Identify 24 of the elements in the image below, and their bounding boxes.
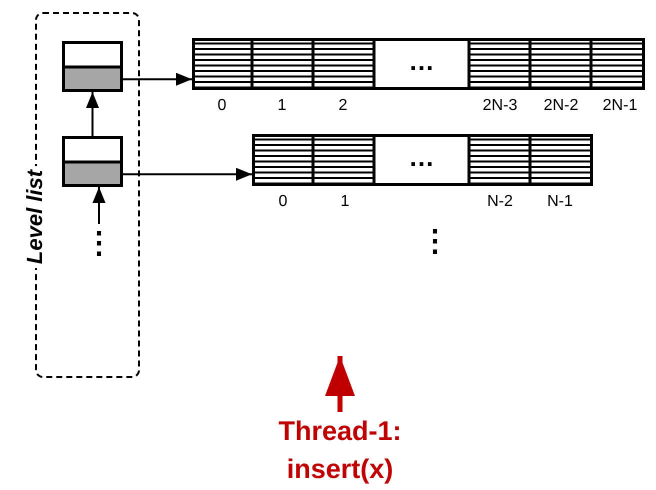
index-label: 2N-1 (602, 97, 638, 115)
arrow (123, 72, 192, 86)
arrow (86, 92, 99, 136)
arrow (123, 168, 252, 181)
array-block (192, 38, 645, 90)
array-block (252, 134, 593, 186)
ellipsis-text: … (408, 46, 434, 76)
level-node-box (62, 41, 123, 92)
index-label: 1 (278, 97, 286, 115)
index-label: 2N-3 (482, 97, 518, 115)
thread-label: Thread-1: insert(x) (262, 412, 418, 488)
arrow (325, 356, 355, 412)
index-label: 1 (340, 193, 350, 211)
vertical-ellipsis: ⋮ (84, 224, 114, 264)
ellipsis-text: … (408, 142, 434, 172)
index-label: 0 (218, 97, 226, 115)
index-label: 2 (338, 97, 348, 115)
arrow (92, 187, 106, 224)
index-label: N-1 (547, 193, 573, 211)
level-node-box (62, 136, 123, 187)
vertical-ellipsis: ⋮ (420, 224, 450, 260)
index-label: N-2 (487, 193, 513, 211)
index-label: 0 (278, 193, 288, 211)
index-label: 2N-2 (544, 97, 578, 115)
